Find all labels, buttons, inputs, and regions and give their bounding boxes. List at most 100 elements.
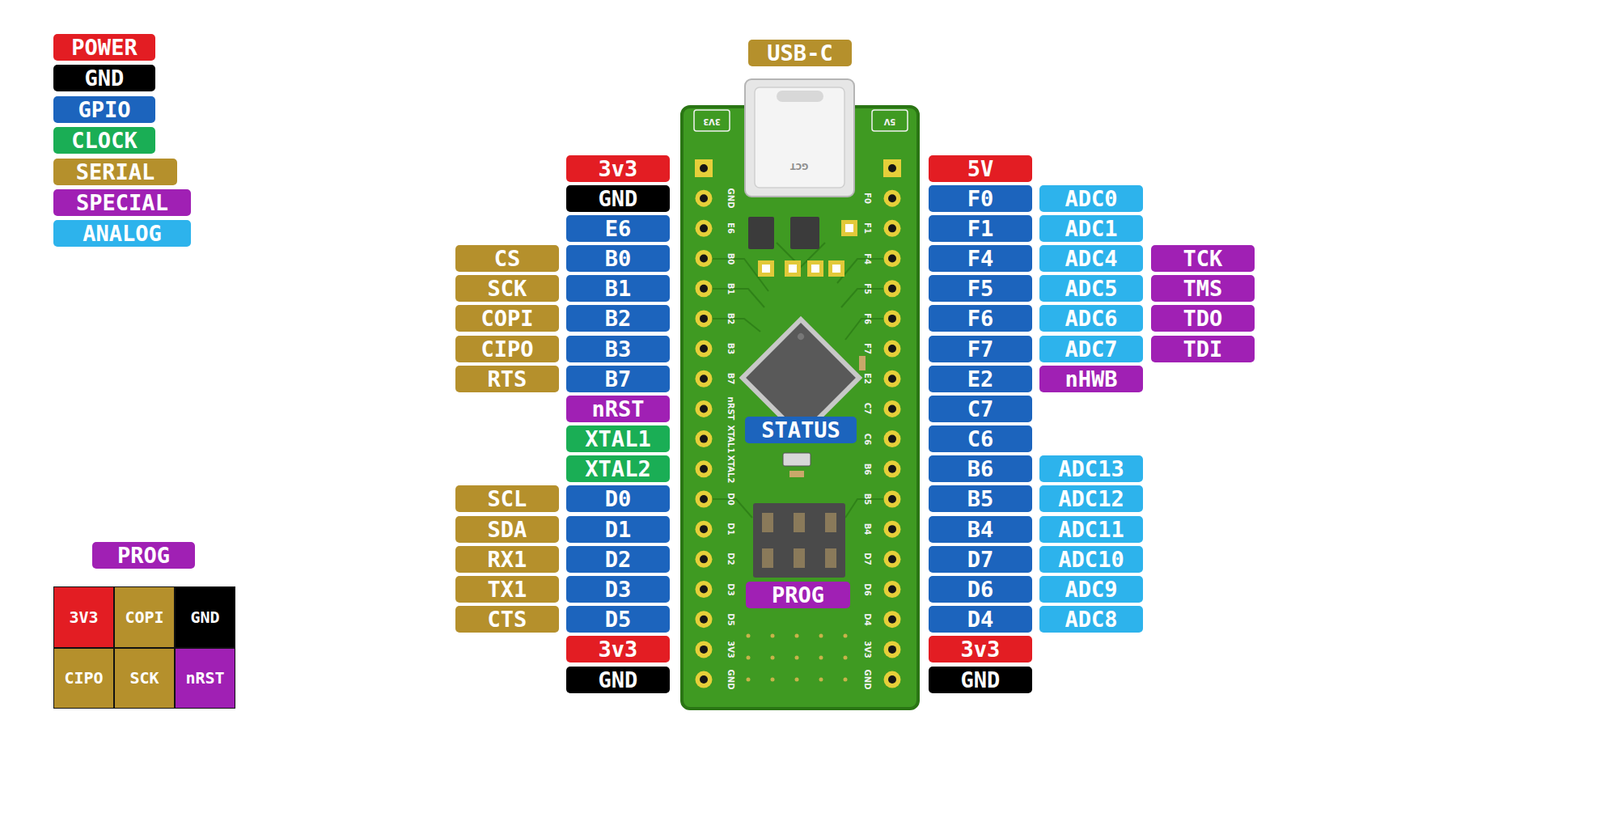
pad-hole (888, 374, 897, 383)
silkscreen-text: D7 (862, 553, 872, 566)
legend-text: ANALOG (82, 220, 162, 247)
serial-function-label: USB-C (748, 39, 852, 67)
silkscreen-text: 3V3 (702, 116, 721, 127)
pin-text: ADC9 (1064, 575, 1118, 603)
analog-function-label: ADC1 (1039, 215, 1143, 242)
silkscreen-text: C7 (862, 402, 872, 415)
gpio-pin-label: D4 (928, 605, 1033, 633)
pin-text: SDA (487, 516, 528, 543)
gpio-pin-label: F7 (928, 335, 1033, 363)
pad-hole (888, 554, 897, 563)
prog-pin-text: COPI (124, 607, 164, 627)
pad-hole (888, 254, 897, 263)
silkscreen-text: GND (725, 188, 736, 209)
pad-hole (699, 435, 708, 444)
pin-text: F4 (967, 245, 995, 272)
pin-text: D0 (605, 485, 632, 513)
pad-hole (699, 645, 708, 654)
pin-text: USB-C (766, 39, 833, 67)
pin-text: D1 (605, 516, 632, 543)
round-pad (695, 550, 713, 568)
silkscreen-box (871, 110, 908, 132)
silkscreen-text: D0 (725, 492, 736, 505)
pad-hole (888, 344, 897, 353)
pin-text: E2 (967, 365, 995, 393)
pad-hole (888, 495, 897, 504)
pin-text: CIPO (480, 335, 534, 363)
pad-hole (888, 194, 897, 203)
legend-swatch: GPIO (53, 96, 156, 123)
usb-c-connector (744, 79, 855, 197)
silkscreen-text: B3 (725, 342, 736, 356)
pad-hole (699, 404, 708, 413)
silkscreen-text: 5V (884, 116, 897, 127)
gpio-pin-label: F5 (928, 275, 1033, 302)
round-pad (884, 309, 902, 327)
analog-function-label: ADC4 (1039, 245, 1143, 272)
silkscreen-text: GCT (790, 160, 809, 171)
pin-text: TMS (1183, 275, 1224, 302)
analog-function-label: ADC8 (1039, 605, 1143, 633)
round-pad (695, 279, 713, 297)
legend-text: CLOCK (71, 126, 137, 154)
pin-text: B0 (605, 245, 632, 272)
pin-text: CTS (487, 605, 528, 633)
analog-function-label: ADC0 (1039, 185, 1143, 212)
round-pad (695, 640, 713, 658)
round-pad (884, 220, 902, 238)
gpio-pin-label: C7 (928, 395, 1033, 423)
serial-function-label: TX1 (455, 575, 559, 603)
power-pin-label: 3v3 (566, 635, 670, 663)
round-pad (695, 309, 713, 327)
serial-function-label: CS (455, 245, 559, 272)
legend-text: GPIO (77, 96, 131, 123)
pin-text: D6 (967, 575, 995, 603)
prog-pin-text: CIPO (63, 668, 103, 688)
round-pad (695, 580, 713, 598)
power-pin-label: 3v3 (928, 635, 1033, 663)
pin-text: XTAL2 (584, 455, 651, 483)
silkscreen-text: B4 (862, 523, 872, 536)
pin-text: ADC12 (1058, 485, 1124, 513)
pin-text: nRST (591, 395, 644, 423)
analog-function-label: ADC6 (1039, 304, 1143, 332)
round-pad (884, 190, 902, 208)
silkscreen-box (694, 110, 730, 132)
legend-swatch: SERIAL (53, 158, 178, 186)
round-pad (884, 430, 902, 448)
gpio-pin-label: B0 (566, 245, 670, 272)
pin-text: D4 (967, 605, 995, 633)
pin-text: TX1 (487, 575, 528, 603)
prog-header (753, 503, 846, 578)
analog-function-label: ADC12 (1039, 485, 1143, 513)
gpio-pin-label: B3 (566, 335, 670, 363)
gpio-pin-label: F4 (928, 245, 1033, 272)
pad-hole (888, 615, 897, 624)
silkscreen-text: F7 (862, 342, 872, 355)
special-function-label: TDO (1151, 304, 1255, 332)
round-pad (884, 520, 902, 538)
round-pad (695, 249, 713, 267)
silkscreen-text: C6 (862, 432, 872, 445)
gpio-pin-label: B5 (928, 485, 1033, 513)
legend-swatch: ANALOG (53, 220, 191, 247)
pad-hole (888, 645, 897, 654)
pin-text: ADC10 (1058, 546, 1124, 573)
silkscreen-text: D2 (725, 553, 736, 566)
silkscreen-text: F0 (862, 192, 872, 204)
gpio-pin-label: D1 (566, 516, 670, 543)
silkscreen-text: D4 (862, 613, 872, 626)
special-function-label: PROG (92, 541, 195, 569)
pin-text: TDO (1183, 304, 1224, 332)
pad-hole (699, 284, 708, 293)
round-pad (884, 640, 902, 658)
silkscreen-text: B5 (862, 493, 872, 506)
pin-text: C7 (967, 395, 995, 423)
pin-text: E6 (605, 215, 632, 242)
pin-text: F0 (967, 185, 995, 212)
pad-hole (699, 344, 708, 353)
silkscreen-text: 3V3 (725, 640, 736, 659)
serial-function-label: CIPO (455, 335, 559, 363)
pin-text: 3v3 (960, 635, 1001, 663)
